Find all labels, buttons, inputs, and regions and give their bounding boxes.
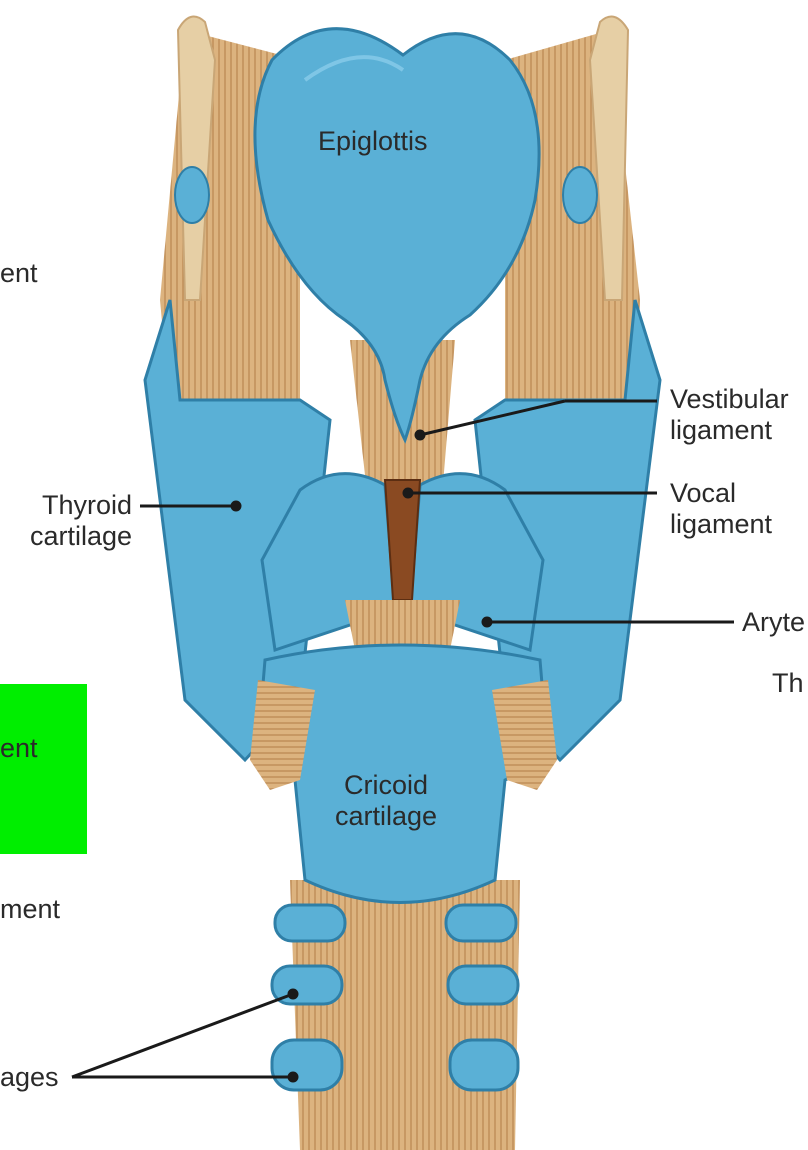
label-th: Th	[772, 668, 804, 699]
trachea	[272, 880, 520, 1150]
label-cricoid: Cricoid cartilage	[335, 770, 437, 832]
label-thyroid: Thyroid cartilage	[28, 490, 132, 552]
leader-tracheal-1	[72, 994, 293, 1077]
label-left-partial-4: ages	[0, 1062, 59, 1093]
muscle-fans	[345, 600, 460, 650]
label-vocal: Vocal ligament	[670, 478, 772, 540]
highlight-box	[0, 684, 87, 854]
label-epiglottis: Epiglottis	[318, 126, 428, 157]
label-left-partial-1: ent	[0, 258, 38, 289]
label-arytenoid: Aryte	[742, 607, 805, 638]
label-vestibular: Vestibular ligament	[670, 384, 789, 446]
label-left-partial-2: ent	[0, 733, 38, 764]
label-left-partial-3: ment	[0, 894, 60, 925]
